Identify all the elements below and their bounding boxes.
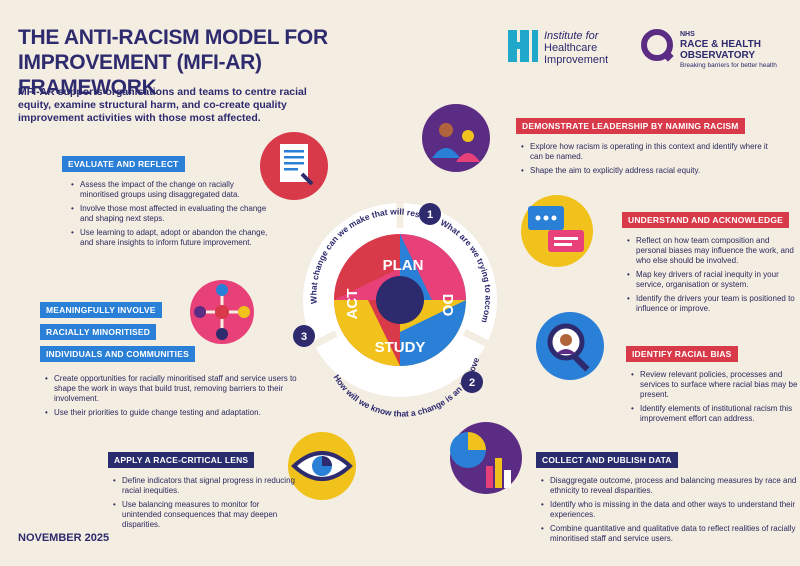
nhs-line-2: OBSERVATORY — [680, 50, 756, 61]
document-icon — [260, 132, 328, 200]
act-upper — [334, 234, 400, 300]
involve-bullets: Create opportunities for racially minori… — [44, 374, 302, 422]
plan-upper — [400, 234, 466, 300]
understand-bullet-1: Reflect on how team composition and pers… — [627, 236, 800, 266]
tag-collect-publish-data: COLLECT AND PUBLISH DATA — [536, 452, 678, 468]
step-3-badge — [293, 325, 315, 347]
lens-bullet-1: Define indicators that signal progress i… — [113, 476, 298, 496]
nhs-line-0: NHS — [680, 31, 695, 38]
speech-bubbles-icon — [521, 195, 593, 267]
pdsa-quadrants — [334, 234, 466, 366]
evaluate-bullets: Assess the impact of the change on racia… — [70, 180, 270, 252]
wheel-center — [376, 276, 424, 324]
tag-race-critical-lens: APPLY A RACE-CRITICAL LENS — [108, 452, 255, 468]
bias-bullet-1: Review relevant policies, processes and … — [631, 370, 800, 400]
ihi-line-1: Institute for — [544, 30, 599, 42]
lens-bullet-2: Use balancing measures to monitor for un… — [113, 500, 298, 530]
step-2-badge — [461, 371, 483, 393]
leadership-bullet-2: Shape the aim to explicitly address raci… — [521, 166, 780, 176]
evaluate-bullet-2: Involve those most affected in evaluatin… — [71, 204, 270, 224]
evaluate-bullet-3: Use learning to adapt, adopt or abandon … — [71, 228, 270, 248]
involve-bullet-1: Create opportunities for racially minori… — [45, 374, 302, 404]
magnifier-icon — [536, 312, 604, 380]
understand-bullets: Reflect on how team composition and pers… — [626, 236, 800, 318]
step-1-badge — [419, 203, 441, 225]
collect-bullets: Disaggregate outcome, process and balanc… — [540, 476, 800, 548]
page-title: THE ANTI-RACISM MODEL FOR IMPROVEMENT (M… — [18, 25, 378, 100]
collect-bullet-1: Disaggregate outcome, process and balanc… — [541, 476, 800, 496]
step-3-number: 3 — [301, 331, 307, 343]
do-label: DO — [439, 294, 456, 317]
step-1-number: 1 — [427, 209, 433, 221]
nhs-rho-logo: NHS RACE & HEALTH OBSERVATORY Breaking b… — [640, 28, 790, 73]
involve-bullet-2: Use their priorities to guide change tes… — [45, 408, 302, 418]
leadership-bullet-1: Explore how racism is operating in this … — [521, 142, 780, 162]
nhs-line-1: RACE & HEALTH — [680, 39, 761, 50]
title-line-2: IMPROVEMENT (MFI-AR) FRAMEWORK — [18, 51, 262, 99]
ihi-logo: Institute for Healthcare Improvement — [508, 28, 638, 68]
intro-text: MFI-AR supports organisations and teams … — [18, 86, 307, 124]
understand-bullet-2: Map key drivers of racial inequity in yo… — [627, 270, 800, 290]
bias-bullets: Review relevant policies, processes and … — [630, 370, 800, 428]
people-icon — [422, 104, 490, 172]
do-lower — [400, 300, 466, 366]
lens-bullets: Define indicators that signal progress i… — [112, 476, 298, 534]
step-2-number: 2 — [469, 377, 475, 389]
tag-demonstrate-leadership: DEMONSTRATE LEADERSHIP BY NAMING RACISM — [516, 118, 745, 134]
tag-evaluate-reflect: EVALUATE AND REFLECT — [62, 156, 185, 172]
collect-bullet-2: Identify who is missing in the data and … — [541, 500, 800, 520]
tag-involve-line-1: MEANINGFULLY INVOLVE — [40, 302, 162, 318]
study-label: STUDY — [375, 339, 426, 356]
bias-bullet-2: Identify elements of institutional racis… — [631, 404, 800, 424]
leadership-bullets: Explore how racism is operating in this … — [520, 142, 780, 180]
tag-involve-line-3: INDIVIDUALS AND COMMUNITIES — [40, 346, 195, 362]
study-left — [334, 300, 400, 366]
plan-label: PLAN — [383, 257, 424, 274]
nhs-tagline: Breaking barriers for better health — [680, 62, 777, 69]
ihi-logo-mark-icon — [508, 30, 538, 62]
tag-understand-acknowledge: UNDERSTAND AND ACKNOWLEDGE — [622, 212, 790, 228]
network-icon — [190, 280, 254, 344]
understand-bullet-3: Identify the drivers your team is positi… — [627, 294, 800, 314]
title-line-1: THE ANTI-RACISM MODEL FOR — [18, 26, 328, 49]
evaluate-bullet-1: Assess the impact of the change on racia… — [71, 180, 270, 200]
act-label: ACT — [344, 289, 361, 320]
data-charts-icon — [450, 422, 522, 494]
tag-involve-line-2: RACIALLY MINORITISED — [40, 324, 157, 340]
collect-bullet-3: Combine quantitative and qualitative dat… — [541, 524, 800, 544]
rho-logo-mark-icon — [641, 29, 674, 62]
tag-identify-racial-bias: IDENTIFY RACIAL BIAS — [626, 346, 738, 362]
footer-date: NOVEMBER 2025 — [18, 532, 110, 544]
ihi-line-2: Healthcare — [544, 42, 598, 54]
eye-icon — [288, 432, 356, 500]
ihi-line-3: Improvement — [544, 54, 609, 66]
